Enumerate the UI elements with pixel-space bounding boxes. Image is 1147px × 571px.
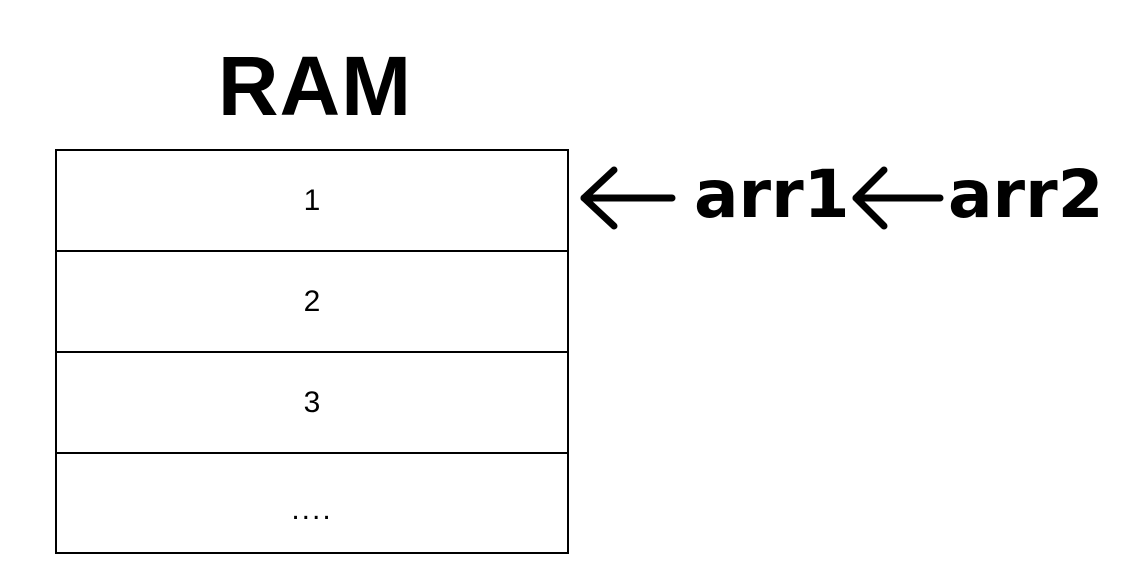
memory-cell-1: 1 xyxy=(55,149,569,251)
pointer-row: arr1 arr2 xyxy=(578,152,1138,242)
left-arrow-icon xyxy=(852,166,944,230)
pointer-label-arr2: arr2 xyxy=(948,156,1104,233)
memory-cell-value: .... xyxy=(291,493,333,526)
ram-title: RAM xyxy=(217,39,413,133)
memory-cell-value: 2 xyxy=(303,285,321,318)
memory-cell-2: 2 xyxy=(55,250,569,352)
memory-cell-value: 3 xyxy=(303,386,321,419)
memory-cell-value: 1 xyxy=(303,184,321,217)
memory-cell-3: 3 xyxy=(55,351,569,453)
pointer-label-arr1: arr1 xyxy=(694,156,850,233)
memory-block: 1 2 3 .... xyxy=(55,149,569,557)
left-arrow-icon xyxy=(580,166,676,230)
memory-cell-ellipsis: .... xyxy=(55,452,569,554)
memory-bottom-border xyxy=(55,552,569,554)
